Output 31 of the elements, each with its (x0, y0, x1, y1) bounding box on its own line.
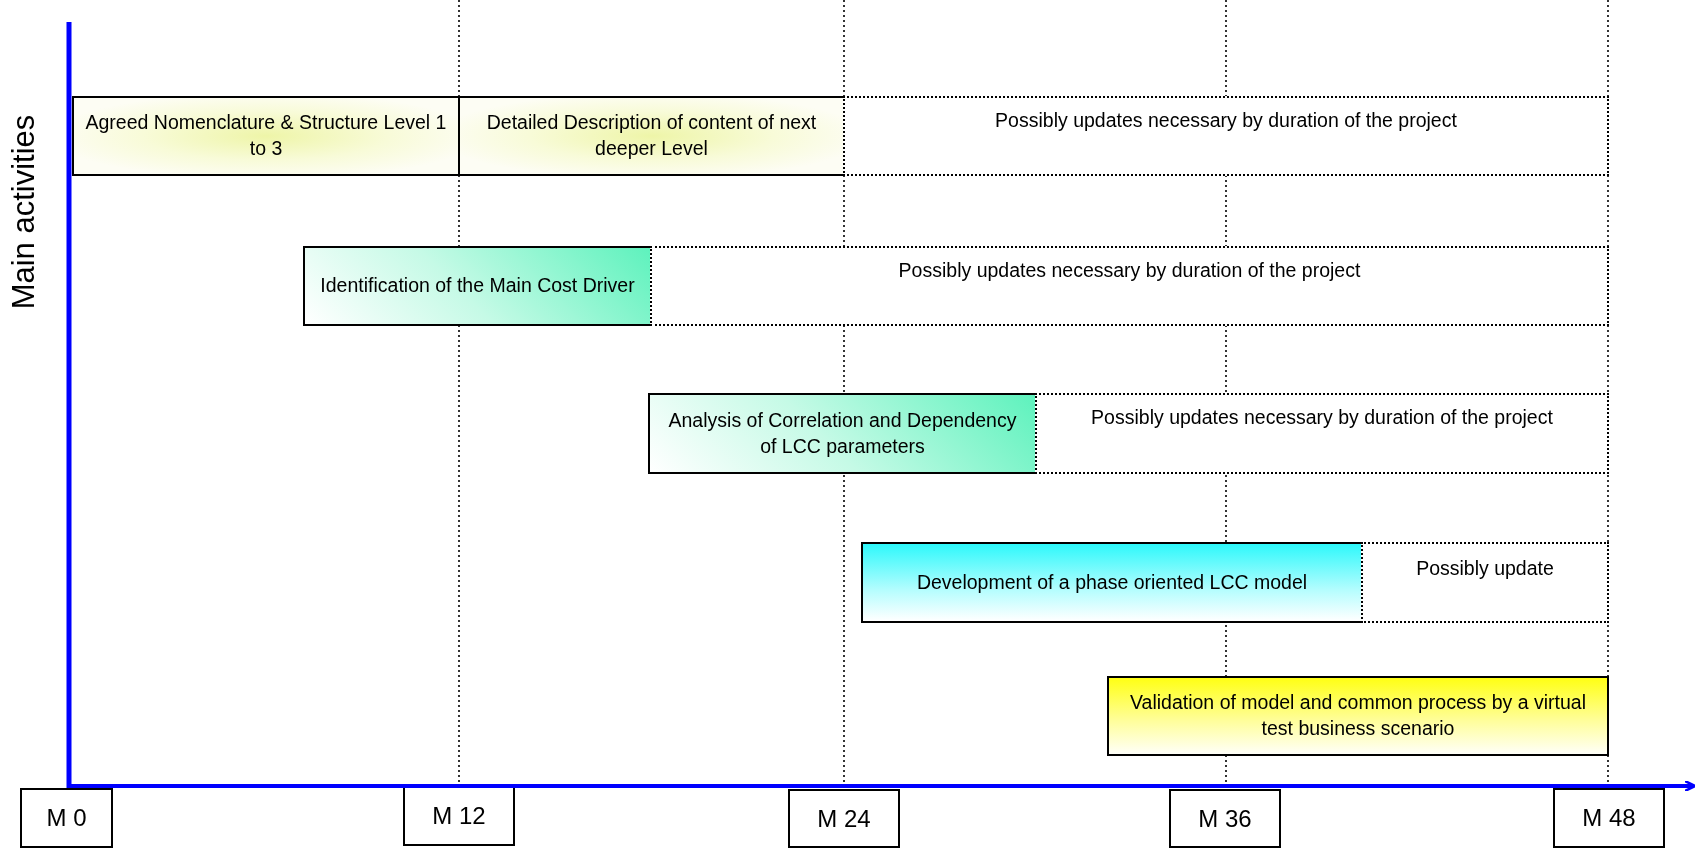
update-bar (1035, 393, 1609, 474)
activity-text: Possibly updates necessary by duration of the project (995, 108, 1457, 133)
milestone-box (788, 789, 900, 848)
activity-text: Possibly update (1416, 556, 1554, 581)
activity-text: Detailed Description of content of next deeper Level (485, 110, 818, 161)
milestone-label: M 24 (817, 803, 871, 834)
activity-text: Possibly updates necessary by duration of the project (1091, 405, 1553, 430)
milestone-label: M 48 (1582, 803, 1636, 834)
activity-text: Validation of model and common process by a virtual test business scenario (1129, 690, 1587, 741)
activity-text: Possibly updates necessary by duration of the project (898, 258, 1361, 283)
update-bar (1361, 542, 1609, 623)
activity-text: Development of a phase oriented LCC model (916, 569, 1308, 595)
milestone-label: M 0 (46, 803, 87, 834)
milestone-box (403, 786, 515, 846)
milestone-label: M 12 (432, 801, 486, 832)
update-bar (650, 246, 1609, 326)
activity-text: Agreed Nomenclature & Structure Level 1 to 3 (84, 110, 448, 161)
milestone-box (1553, 788, 1665, 848)
task-bar (861, 542, 1363, 623)
milestone-box (1169, 789, 1281, 848)
update-bar (843, 96, 1609, 176)
milestone-box (20, 788, 113, 848)
activity-text: Identification of the Main Cost Driver (320, 273, 635, 299)
task-bar (72, 96, 460, 176)
milestone-label: M 36 (1198, 803, 1252, 834)
task-bar (458, 96, 845, 176)
axis-title: Main activities (6, 114, 42, 310)
task-bar (648, 393, 1037, 474)
activity-text: Analysis of Correlation and Dependency of LCC parameters (667, 407, 1018, 459)
task-bar (1107, 676, 1609, 756)
task-bar (303, 246, 652, 326)
